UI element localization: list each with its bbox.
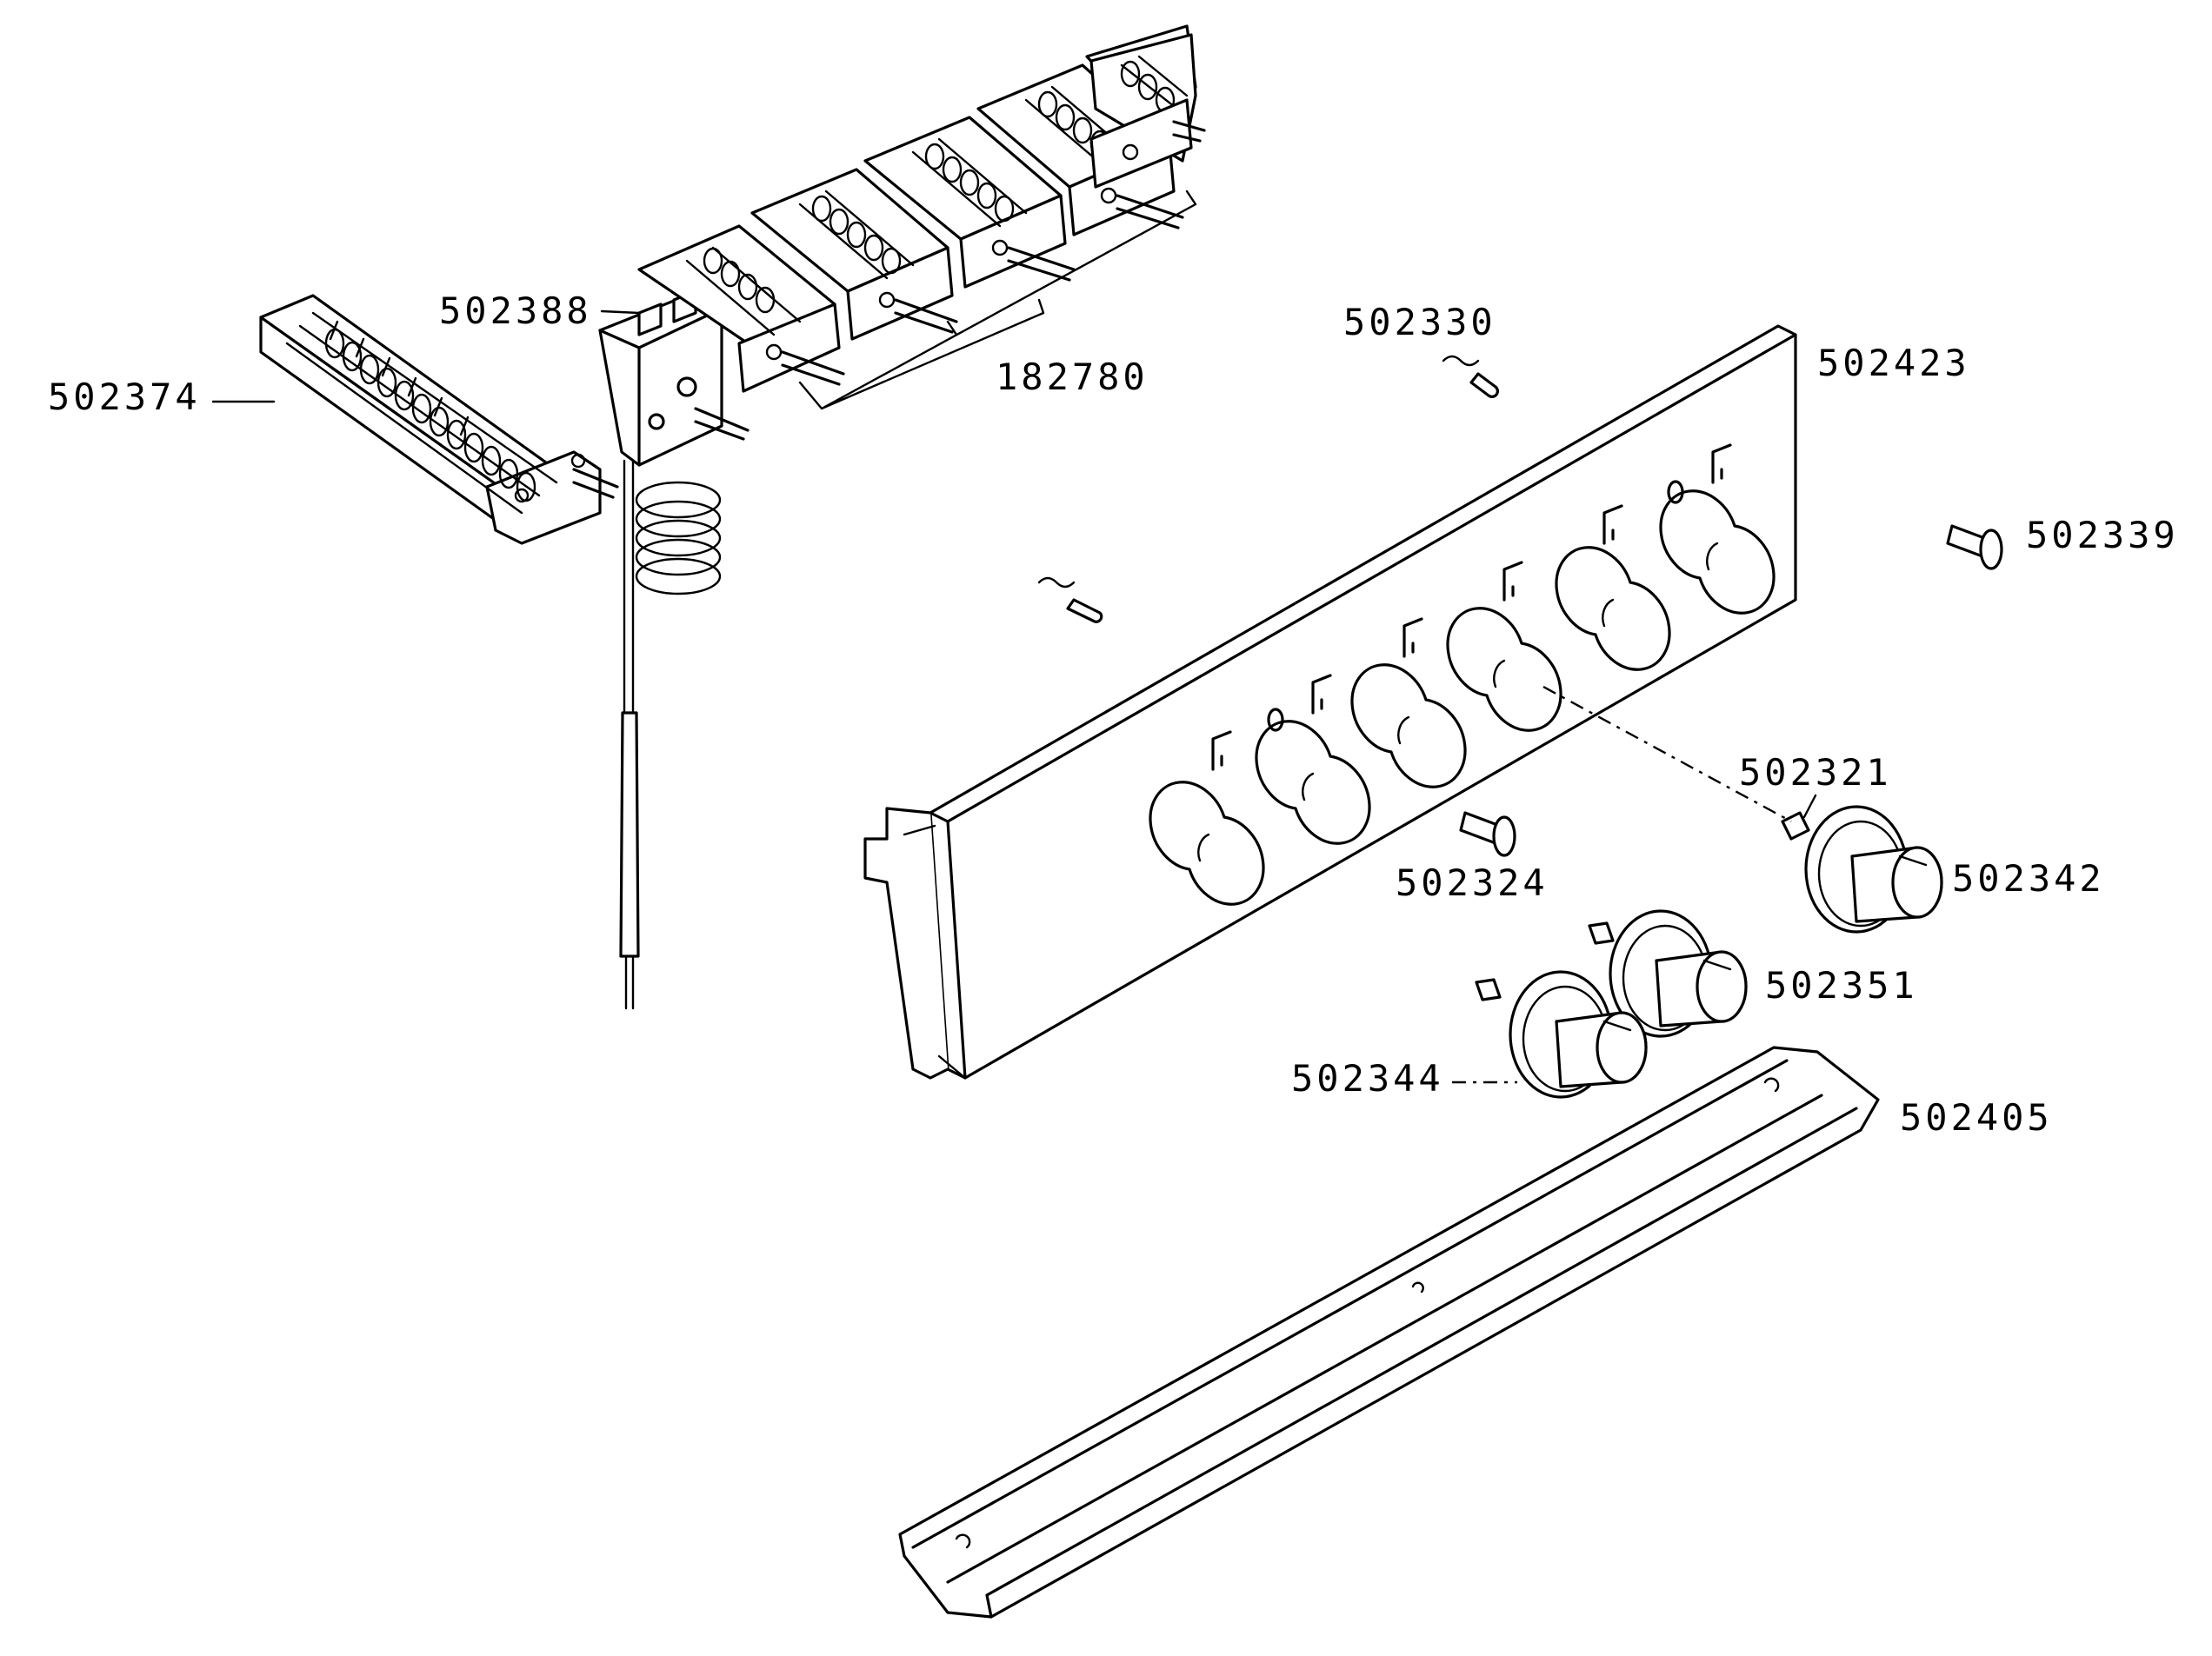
- neon-lamp: [1037, 576, 1103, 623]
- thermostat: [598, 289, 750, 1010]
- control-knob: [1609, 909, 1748, 1038]
- label-502330: 502330: [1343, 301, 1496, 343]
- trim-strip: [898, 1046, 1880, 1619]
- knob-opening: [1659, 489, 1776, 615]
- spring-coil-left: [324, 328, 536, 502]
- rotary-switch-block: [863, 116, 1076, 289]
- push-button: [1459, 811, 1516, 857]
- label-502344: 502344: [1291, 1057, 1444, 1100]
- label-182780: 182780: [996, 356, 1149, 398]
- knob-opening: [1149, 781, 1265, 906]
- capillary-coil: [635, 481, 722, 595]
- label-502423: 502423: [1817, 342, 1970, 384]
- long-switch-block: [259, 294, 619, 545]
- label-502321: 502321: [1739, 751, 1892, 794]
- leader-502321: [1802, 794, 1817, 819]
- label-502342: 502342: [1952, 857, 2105, 900]
- rotary-switch-block: [637, 224, 845, 393]
- knob-clip: [1588, 921, 1615, 945]
- leader-502388: [600, 309, 641, 315]
- push-button: [1946, 524, 2003, 570]
- label-502351: 502351: [1765, 964, 1918, 1007]
- control-knob: [1509, 970, 1648, 1099]
- label-502339: 502339: [2026, 514, 2179, 556]
- label-502374: 502374: [48, 376, 201, 418]
- leader-bracket: [798, 190, 1197, 410]
- knob-opening: [1555, 546, 1671, 671]
- label-502324: 502324: [1396, 861, 1549, 904]
- rotary-switch-block: [750, 168, 958, 341]
- label-502388: 502388: [439, 289, 592, 332]
- knob-opening: [1446, 607, 1562, 732]
- knob-opening: [1255, 720, 1371, 845]
- knob-opening: [1350, 663, 1467, 788]
- knob-clip: [1475, 978, 1502, 1001]
- neon-lamp: [1442, 355, 1499, 398]
- control-knob: [1804, 805, 1943, 934]
- label-502405: 502405: [1900, 1096, 2053, 1139]
- control-panel-fascia: [863, 324, 1797, 1080]
- knob-clip: [1781, 811, 1810, 841]
- rotary-switch-block: [1085, 24, 1206, 189]
